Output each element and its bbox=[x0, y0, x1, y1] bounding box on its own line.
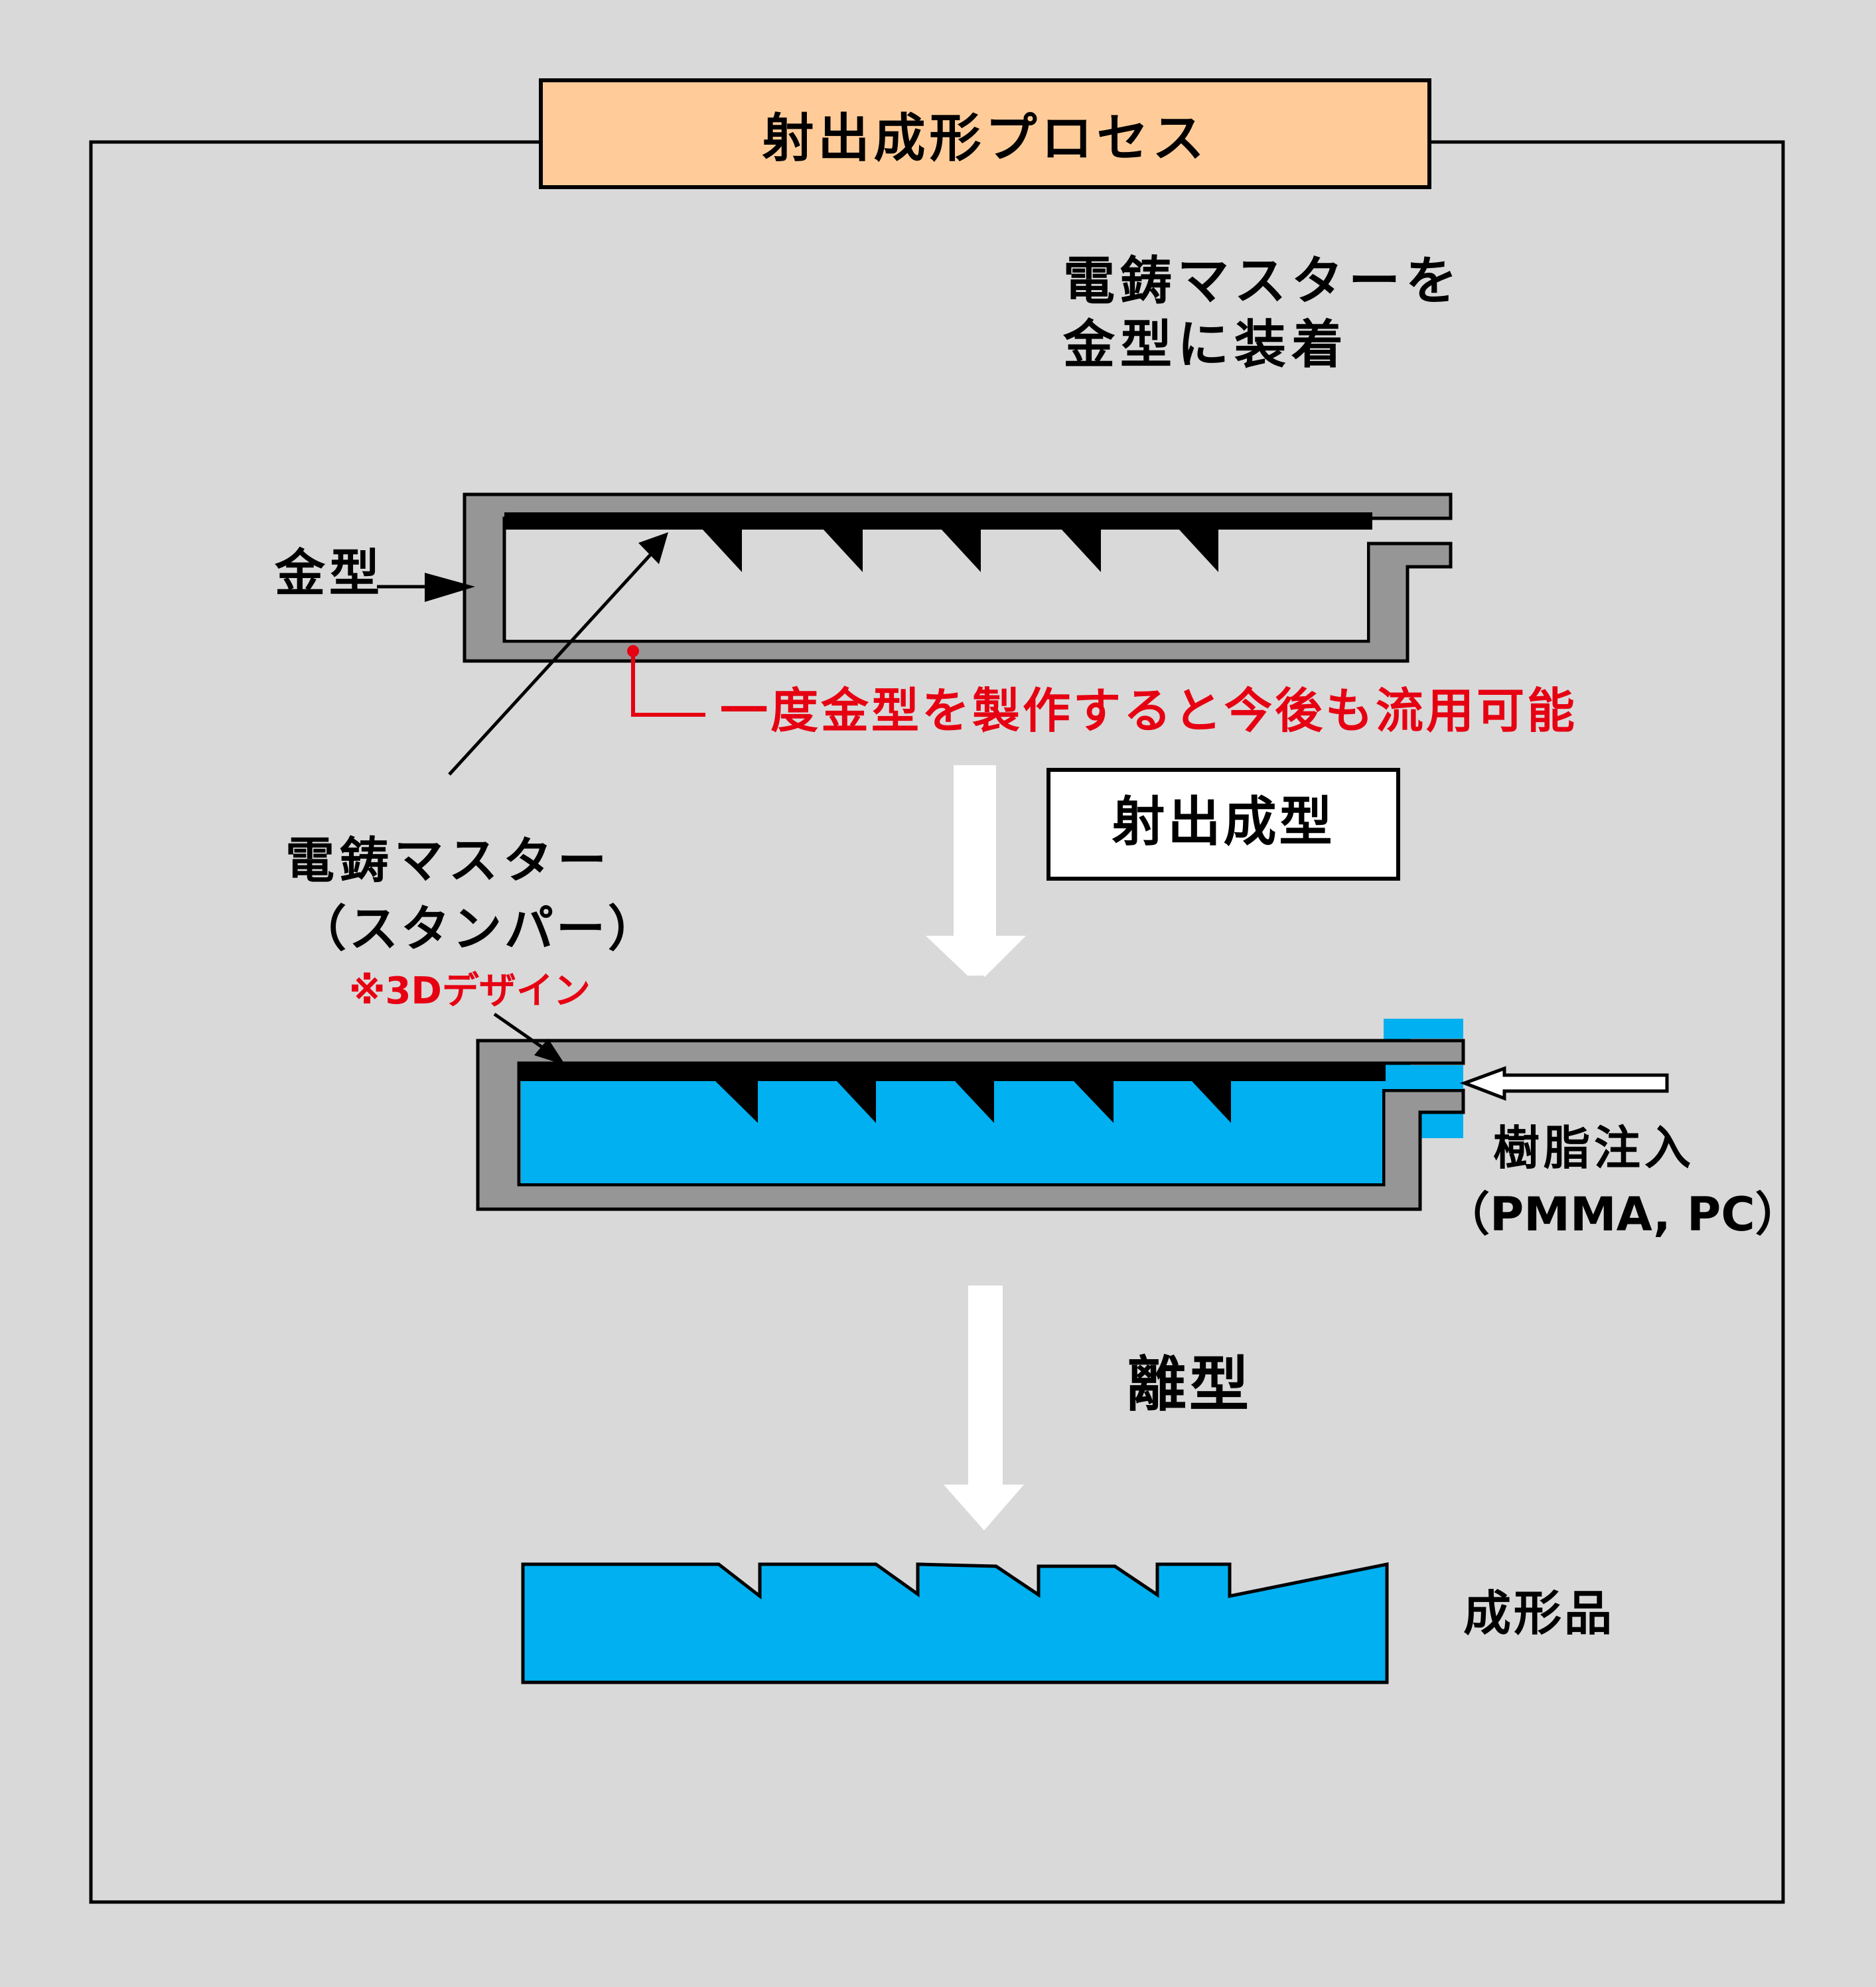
injection-molding-step-box: 射出成型 bbox=[1046, 768, 1400, 881]
stamper-teeth bbox=[702, 529, 1218, 572]
injection-molding-label: 射出成型 bbox=[1112, 791, 1335, 853]
product-label: 成形品 bbox=[1463, 1585, 1615, 1641]
stamper-label-line1: 電鋳マスター bbox=[285, 832, 612, 889]
mold-body bbox=[463, 492, 1453, 663]
injection-arrow-icon bbox=[1459, 1066, 1669, 1101]
arrow-head-icon bbox=[425, 573, 475, 602]
stamper-tooth bbox=[836, 1080, 876, 1123]
resin-gate bbox=[1382, 1065, 1463, 1089]
down-arrow-icon bbox=[944, 1286, 1024, 1530]
resin-type-label: （PMMA, PC） bbox=[1443, 1187, 1802, 1242]
page-title: 射出成形プロセス bbox=[762, 108, 1208, 169]
mold-empty bbox=[463, 492, 1453, 663]
stamper-tooth bbox=[1073, 1080, 1114, 1123]
step1-caption: 電鋳マスターを 金型に装着 bbox=[1063, 252, 1463, 375]
stamper-tooth bbox=[941, 529, 981, 572]
stamper-label-line2: （スタンパー） bbox=[297, 901, 660, 958]
step1-caption-line2: 金型に装着 bbox=[1063, 315, 1349, 375]
resin-sprue bbox=[1420, 1110, 1463, 1138]
resin-injection-label: 樹脂注入 bbox=[1493, 1121, 1695, 1175]
down-arrow-icon bbox=[926, 765, 1009, 976]
stamper-bar bbox=[504, 512, 1372, 530]
demolding-label: 離型 bbox=[1127, 1350, 1252, 1420]
resin-sprue bbox=[1384, 1019, 1463, 1039]
mold-label: 金型 bbox=[275, 544, 384, 603]
title-box: 射出成形プロセス bbox=[539, 78, 1431, 189]
stamper-tooth bbox=[1191, 1080, 1231, 1123]
stamper-teeth bbox=[715, 1080, 1231, 1123]
stamper-tooth bbox=[702, 529, 742, 572]
reuse-callout-line bbox=[627, 645, 705, 717]
stamper-label-arrow bbox=[448, 553, 652, 776]
step1-caption-line1: 電鋳マスターを bbox=[1063, 252, 1463, 311]
mold-body bbox=[476, 1039, 1465, 1211]
resin-fill bbox=[521, 1065, 1382, 1183]
molded-product bbox=[521, 1562, 1389, 1684]
mold-filled bbox=[476, 1019, 1465, 1211]
design-note-arrow bbox=[493, 1012, 545, 1051]
design-note: ※3Dデザイン bbox=[349, 970, 591, 1013]
stamper-tooth bbox=[1061, 529, 1101, 572]
reuse-note: 一度金型を製作すると今後も流用可能 bbox=[720, 683, 1578, 739]
stamper-tooth bbox=[823, 529, 863, 572]
stamper-tooth bbox=[715, 1080, 758, 1123]
arrow-head-icon bbox=[638, 532, 668, 564]
mold-cavity bbox=[506, 520, 1367, 640]
stamper-bar bbox=[519, 1064, 1386, 1081]
down-arrow-icon bbox=[941, 765, 1026, 977]
stamper-tooth bbox=[1179, 529, 1218, 572]
stamper-tooth bbox=[954, 1080, 994, 1123]
arrow-head-icon bbox=[534, 1039, 565, 1065]
